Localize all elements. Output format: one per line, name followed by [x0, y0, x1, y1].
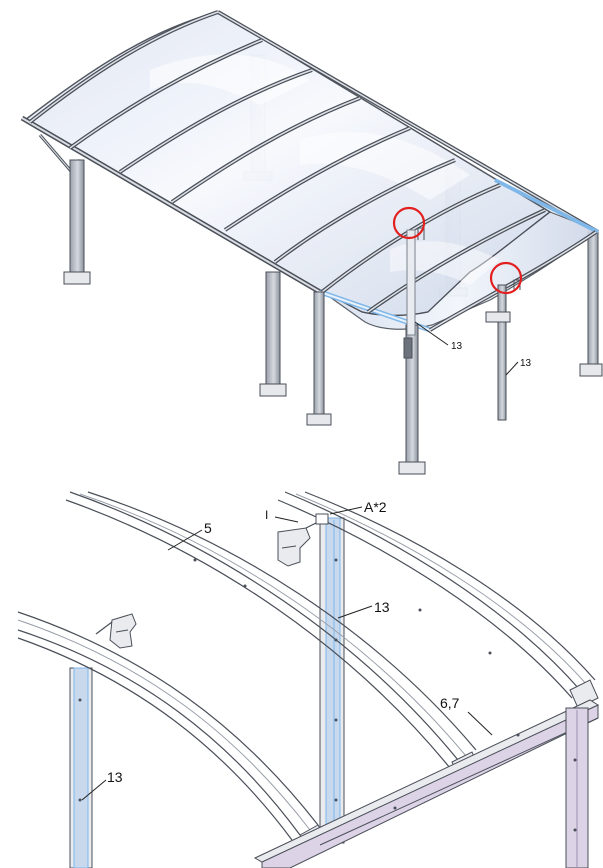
detail-leaders	[81, 506, 493, 801]
upper-upright	[319, 517, 345, 844]
front-posts	[63, 159, 426, 475]
label-part-5: 5	[204, 520, 212, 536]
roof-rafters	[28, 10, 598, 332]
left-upright	[69, 667, 93, 868]
highlight-circles	[392, 206, 523, 295]
top-callouts: 13 13	[414, 321, 532, 376]
label-13-center: 13	[451, 341, 463, 352]
label-13-upper: 13	[374, 599, 390, 615]
highlight-circle-left	[392, 206, 426, 240]
drill-icon-lower	[95, 613, 137, 649]
side-beam-6-7	[253, 699, 600, 868]
label-13-lower: 13	[107, 769, 123, 785]
detail-assembly-view: I A*2 5 13 13 6,7	[17, 491, 600, 868]
highlight-circle-right	[489, 261, 523, 295]
label-detail-I: I	[265, 508, 268, 522]
label-screw-a2: A*2	[364, 499, 387, 515]
right-frame-post	[565, 707, 589, 868]
detail-labels: I A*2 5 13 13 6,7	[107, 499, 460, 785]
top-assembly-view: 13 13	[20, 10, 603, 475]
drill-icon-upper	[277, 513, 329, 567]
roof-canopy	[23, 11, 598, 330]
rivets	[78, 558, 577, 832]
added-posts-13	[406, 227, 521, 421]
label-13-right: 13	[520, 358, 532, 369]
arched-beam-left	[17, 611, 327, 849]
label-part-6-7: 6,7	[440, 695, 460, 711]
